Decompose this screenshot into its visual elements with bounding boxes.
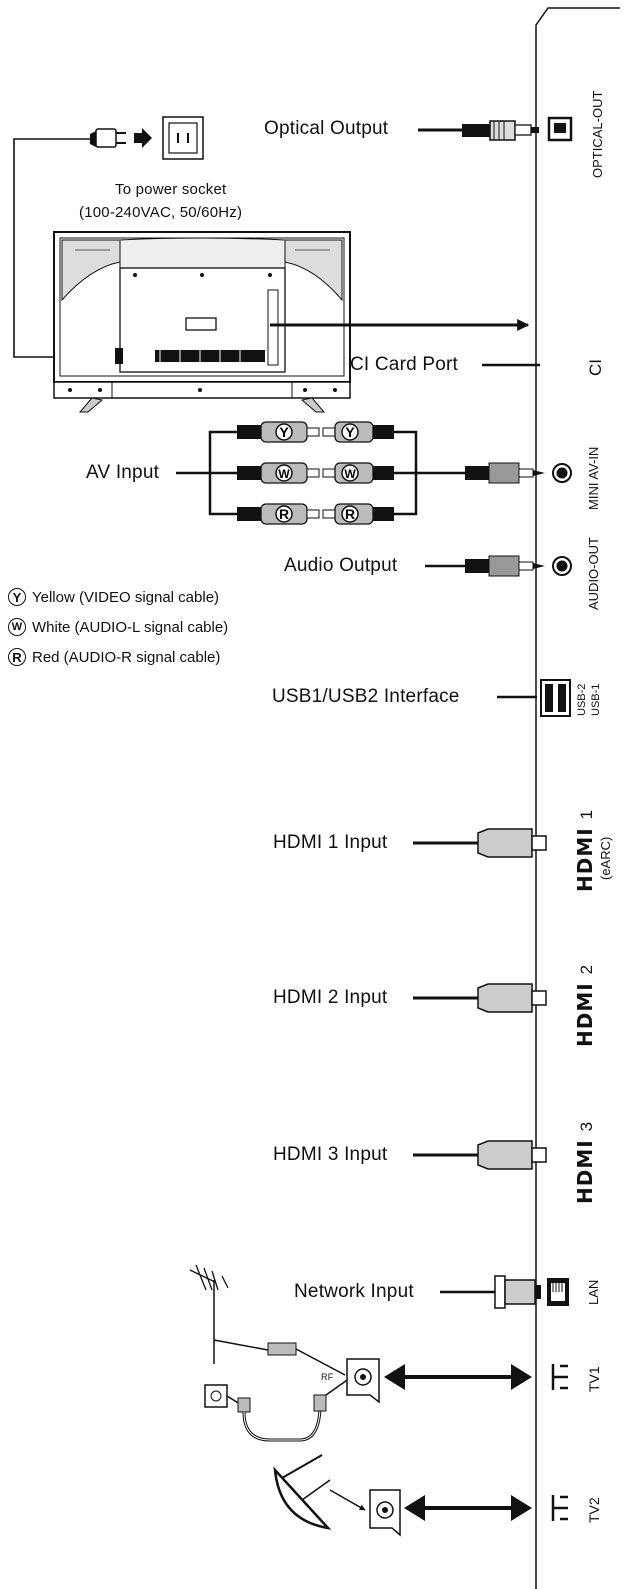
network-input-label: Network Input — [294, 1281, 414, 1302]
power-spec-label: (100-240VAC, 50/60Hz) — [79, 204, 243, 221]
hdmi1-input-label: HDMI 1 Input — [273, 832, 388, 853]
usb-interface-label: USB1/USB2 Interface — [272, 686, 460, 707]
plug-arrow-icon — [134, 128, 152, 148]
av-cables-icon: Y Y W W R R — [176, 421, 545, 525]
sat-socket-icon — [369, 1489, 401, 1537]
rf-socket-icon — [346, 1358, 380, 1404]
power-socket-label: To power socket — [115, 181, 227, 198]
tv2-double-arrow — [404, 1495, 532, 1521]
tv-back-icon — [53, 231, 351, 413]
optical-port-icon — [547, 116, 573, 142]
svg-text:Y: Y — [345, 424, 355, 440]
legend-item-red: R Red (AUDIO-R signal cable) — [8, 648, 220, 666]
legend-text: White (AUDIO-L signal cable) — [32, 618, 229, 636]
tv2-port-icon — [551, 1495, 568, 1521]
port-label-tv2: TV2 — [586, 1497, 602, 1523]
wall-socket-icon — [162, 116, 204, 160]
legend-symbol: W — [8, 618, 26, 636]
svg-text:R: R — [345, 506, 355, 522]
port-label-mini-av-in: MINI AV-IN — [586, 446, 601, 510]
tv1-double-arrow — [384, 1364, 532, 1390]
legend-item-white: W White (AUDIO-L signal cable) — [8, 618, 228, 636]
lan-cable-icon — [440, 1275, 541, 1309]
svg-text:W: W — [278, 467, 290, 481]
hdmi2-number: 2 — [577, 964, 596, 975]
usb-port-icon — [540, 679, 571, 717]
hdmi-logo-icon: HDMI — [573, 1139, 597, 1204]
mini-av-port-icon — [552, 463, 572, 483]
plug-icon — [95, 128, 126, 148]
antenna-icon — [189, 1264, 346, 1376]
hdmi1-cable-icon — [413, 828, 547, 858]
hdmi3-cable-icon — [413, 1140, 547, 1170]
wall-outlet-icon — [204, 1377, 351, 1442]
optical-output-label: Optical Output — [264, 118, 389, 139]
svg-text:R: R — [279, 506, 289, 522]
hdmi1-number: 1 — [577, 809, 596, 820]
port-label-usb2: USB-2 — [576, 683, 588, 716]
hdmi-logo-icon: HDMI — [573, 827, 597, 892]
hdmi3-input-label: HDMI 3 Input — [273, 1144, 388, 1165]
legend-item-yellow: Y Yellow (VIDEO signal cable) — [8, 588, 219, 606]
svg-text:Y: Y — [279, 424, 289, 440]
lan-port-icon — [547, 1278, 569, 1306]
port-label-optical-out: OPTICAL-OUT — [590, 90, 605, 178]
audio-output-label: Audio Output — [284, 555, 398, 576]
port-label-usb1: USB-1 — [590, 683, 602, 716]
legend-symbol: R — [8, 648, 26, 666]
tv-side-panel — [535, 7, 620, 1589]
optical-cable-icon — [418, 120, 539, 141]
av-input-label: AV Input — [86, 462, 160, 483]
ci-card-port-label: CI Card Port — [350, 354, 458, 375]
hdmi-logo-icon: HDMI — [573, 982, 597, 1047]
legend-text: Red (AUDIO-R signal cable) — [32, 648, 221, 666]
legend-symbol: Y — [8, 588, 26, 606]
audio-cable-icon — [425, 555, 545, 577]
port-label-ci: CI — [586, 359, 605, 376]
hdmi2-input-label: HDMI 2 Input — [273, 987, 388, 1008]
hdmi3-number: 3 — [577, 1121, 596, 1132]
rf-label: RF — [321, 1372, 334, 1382]
svg-text:W: W — [344, 467, 356, 481]
port-label-audio-out: AUDIO-OUT — [586, 537, 601, 610]
hdmi3-port-label: HDMI 3 — [573, 1122, 597, 1204]
hdmi1-earc-label: (eARC) — [598, 836, 613, 880]
port-label-tv1: TV1 — [586, 1366, 602, 1392]
legend-text: Yellow (VIDEO signal cable) — [32, 588, 220, 606]
tv1-port-icon — [551, 1364, 568, 1390]
hdmi2-cable-icon — [413, 983, 547, 1013]
hdmi2-port-label: HDMI 2 — [573, 965, 597, 1047]
hdmi1-port-label: HDMI 1 — [573, 810, 597, 892]
satellite-dish-icon — [273, 1454, 366, 1530]
audio-out-port-icon — [552, 556, 572, 576]
port-label-lan: LAN — [586, 1279, 601, 1305]
